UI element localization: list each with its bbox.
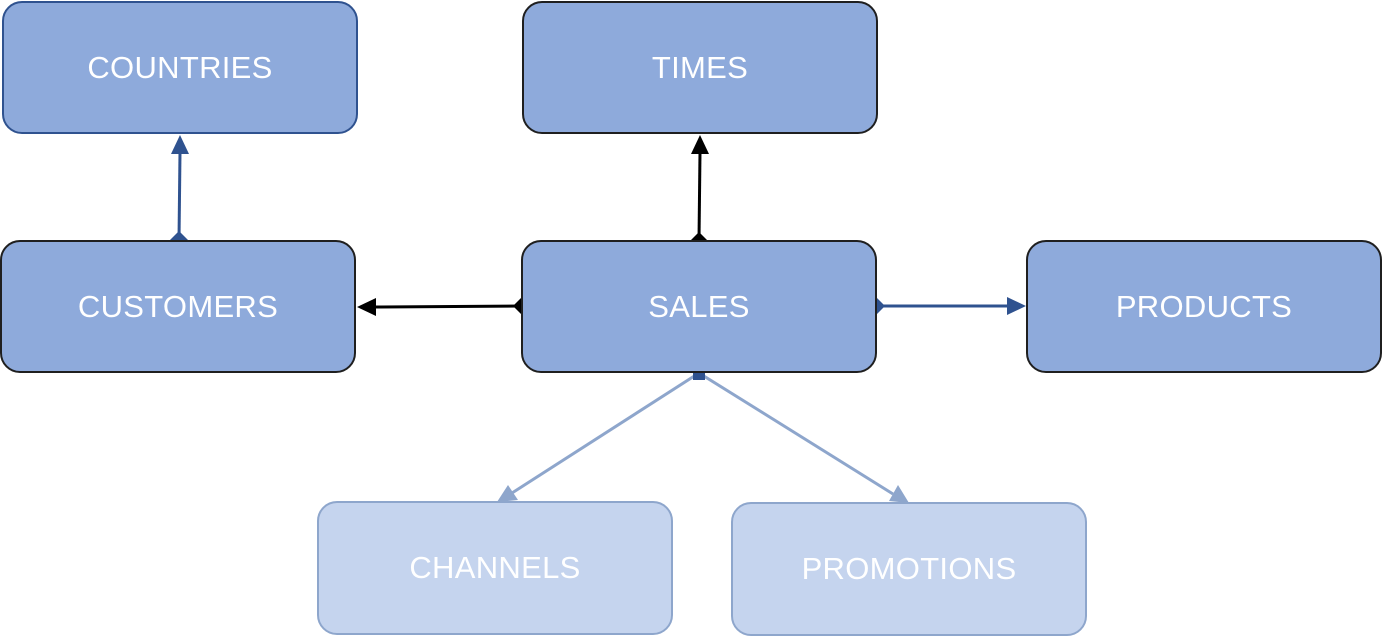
connector-sales-customers (357, 298, 529, 316)
entity-customers-label: CUSTOMERS (77, 288, 279, 324)
connector-sales-times (691, 135, 709, 248)
arrowhead-right-icon (1007, 297, 1026, 315)
entity-countries[interactable]: COUNTRIES (2, 1, 358, 134)
entity-times[interactable]: TIMES (522, 1, 878, 134)
entity-countries-label: COUNTRIES (87, 49, 273, 85)
entity-sales-label: SALES (648, 288, 750, 324)
entity-sales[interactable]: SALES (521, 240, 877, 373)
arrowhead-left-icon (357, 298, 376, 316)
entity-products-label: PRODUCTS (1115, 288, 1293, 324)
entity-channels-label: CHANNELS (409, 550, 581, 585)
connector-sales-promotions (698, 371, 909, 503)
arrowhead-up-icon (691, 135, 709, 154)
connector-customers-countries (170, 135, 189, 249)
entity-products[interactable]: PRODUCTS (1026, 240, 1382, 373)
entity-promotions-label: PROMOTIONS (801, 551, 1017, 586)
arrowhead-up-icon (171, 135, 189, 154)
arrowhead-down-icon (497, 485, 518, 502)
entity-promotions[interactable]: PROMOTIONS (731, 502, 1087, 636)
entity-channels[interactable]: CHANNELS (317, 501, 673, 635)
connector-sales-channels (497, 371, 700, 502)
entity-customers[interactable]: CUSTOMERS (0, 240, 356, 373)
arrowhead-down-icon (889, 485, 909, 503)
entity-times-label: TIMES (651, 49, 749, 85)
connector-sales-products (869, 297, 1026, 315)
